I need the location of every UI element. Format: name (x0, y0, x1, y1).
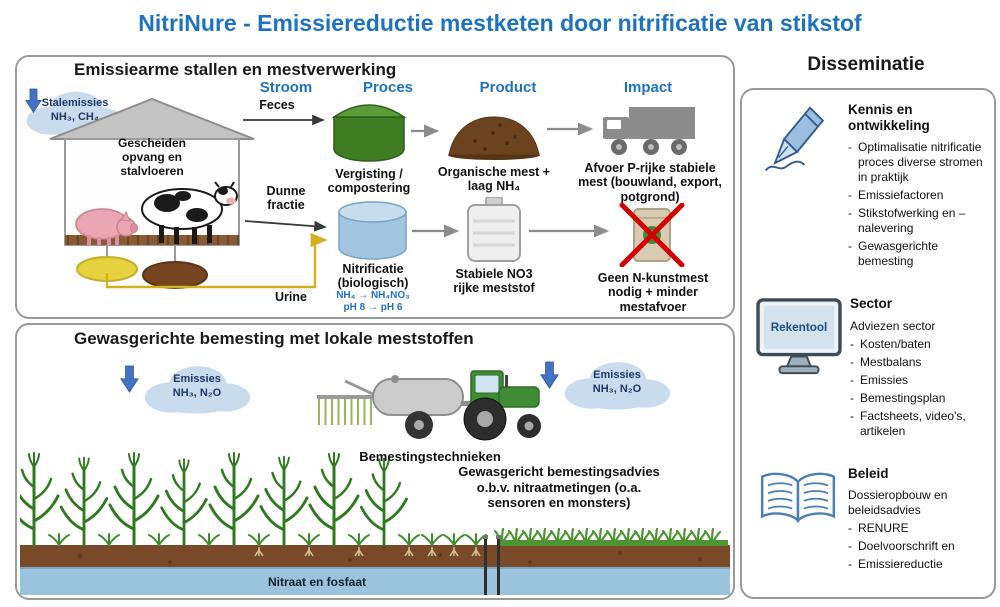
pig-icon (75, 208, 138, 245)
cloud-line2: NH₃, N₂O (172, 387, 222, 399)
formula-line1: NH₄ → NH₄NO₃ (336, 290, 410, 301)
list-item: Emissiefactoren (848, 188, 984, 203)
section-intro: Adviezen sector (850, 318, 936, 333)
vergisting-label: Vergisting / compostering (327, 167, 411, 196)
cloud-line1: Emissies (593, 369, 641, 382)
container-icon (467, 197, 521, 262)
urine-label: Urine (275, 290, 307, 304)
nitrification-tank-icon (338, 201, 407, 260)
truck-icon (603, 107, 695, 155)
book-icon (760, 472, 836, 523)
tractor-icon (317, 370, 541, 441)
page-title: NitriNure - Emissiereductie mestketen do… (138, 10, 862, 36)
barn-illustration (49, 97, 255, 289)
col-header-product: Product (479, 79, 537, 96)
nitrificatie-label: Nitrificatie (biologisch) (337, 262, 409, 291)
section-sector: Rekentool Sector Adviezen sector Kosten/… (754, 296, 984, 441)
afvoer-label: Afvoer P-rijke stabiele mest (bouwland, … (578, 161, 722, 204)
cloud-line2: NH₃, CH₄ (50, 111, 100, 123)
cloud-line1: Emissies (173, 373, 221, 386)
stabiele-mest-label: Stabiele NO3 rijke meststof (453, 267, 535, 296)
fertilizer-bag-icon (619, 203, 685, 267)
barn-text: Gescheiden opvang en stalvloeren (117, 136, 187, 178)
list-item: Gewasgerichte bemesting (848, 239, 984, 269)
nitrificatie-formula: NH₄ → NH₄NO₃ pH 8 → pH 6 (317, 290, 429, 314)
section-title: Sector (850, 296, 893, 312)
list-item: Bemestingsplan (850, 391, 984, 406)
water-strip (20, 568, 730, 595)
techniek-label: Bemestingstechnieken (359, 449, 501, 464)
corn-row (20, 452, 408, 547)
red-cross-icon (619, 203, 685, 267)
stallen-header: Emissiearme stallen en mestverwerking (74, 60, 397, 79)
list-item: Stikstofwerking en –nalevering (848, 206, 984, 236)
formula-line2: pH 8 → pH 6 (343, 302, 403, 313)
manure-pit (142, 261, 208, 289)
stal-emissie-cloud: Stalemissies NH₃, CH₄ (23, 83, 127, 139)
feces-label: Feces (259, 98, 295, 112)
list-item: Optimalisatie nitrificatie proces divers… (848, 140, 984, 185)
rekentool-label: Rekentool (771, 322, 828, 335)
section-beleid: Beleid Dossieropbouw en beleidsadvies RE… (754, 466, 984, 575)
emissies-cloud-left: Emissies NH₃, N₂O (141, 358, 253, 416)
monitor-icon: Rekentool (756, 298, 842, 375)
manure-pile-icon (448, 116, 540, 160)
sensor-probes (483, 535, 501, 595)
panel-stallen: Emissiearme stallen en mestverwerking St… (15, 55, 735, 319)
down-arrow-icon (25, 88, 42, 113)
emissies-cloud-right: Emissies NH₃, N₂O (561, 354, 673, 412)
down-arrow-icon (120, 365, 139, 393)
section-kennis: Kennis en ontwikkeling Optimalisatie nit… (754, 102, 984, 272)
dunne-fractie-label: Dunne fractie (266, 184, 306, 212)
list-item: Emissiereductie (848, 557, 984, 572)
urine-pit (76, 256, 138, 282)
organische-mest-label: Organische mest + laag NH₄ (437, 165, 551, 194)
list-item: RENURE (848, 521, 984, 536)
digester-tank-icon (331, 104, 407, 162)
section-intro: Dossieropbouw en beleidsadvies (848, 487, 948, 517)
cloud-line2: NH₃, N₂O (592, 383, 642, 395)
list-item: Mestbalans (850, 355, 984, 370)
col-header-stroom: Stroom (259, 79, 313, 96)
list-item: Doelvoorschrift en (848, 539, 984, 554)
cow-icon (141, 181, 238, 244)
list-item: Emissies (850, 373, 984, 388)
cloud-line1: Stalemissies (41, 97, 109, 110)
barn-roof (49, 97, 255, 140)
panel-bemesting: Gewasgerichte bemesting met lokale mests… (15, 323, 735, 600)
field-illustration (20, 452, 730, 595)
pen-icon (764, 106, 825, 172)
section-title: Kennis en ontwikkeling (848, 102, 930, 134)
advies-label: Gewasgericht bemestingsadvies o.b.v. nit… (458, 464, 660, 511)
panel-disseminatie: Kennis en ontwikkeling Optimalisatie nit… (740, 88, 996, 599)
disseminatie-header: Disseminatie (807, 54, 925, 75)
section-title: Beleid (848, 465, 889, 481)
geen-kunstmest-label: Geen N-kunstmest nodig + minder mestafvo… (597, 271, 709, 314)
col-header-impact: Impact (623, 79, 673, 96)
bemesting-header: Gewasgerichte bemesting met lokale mests… (74, 329, 474, 348)
col-header-proces: Proces (362, 79, 414, 96)
nitraat-label: Nitraat en fosfaat (267, 575, 367, 589)
list-item: Kosten/baten (850, 337, 984, 352)
soil-strip (20, 545, 730, 568)
seedlings (48, 533, 487, 546)
list-item: Factsheets, video's, artikelen (850, 409, 984, 439)
